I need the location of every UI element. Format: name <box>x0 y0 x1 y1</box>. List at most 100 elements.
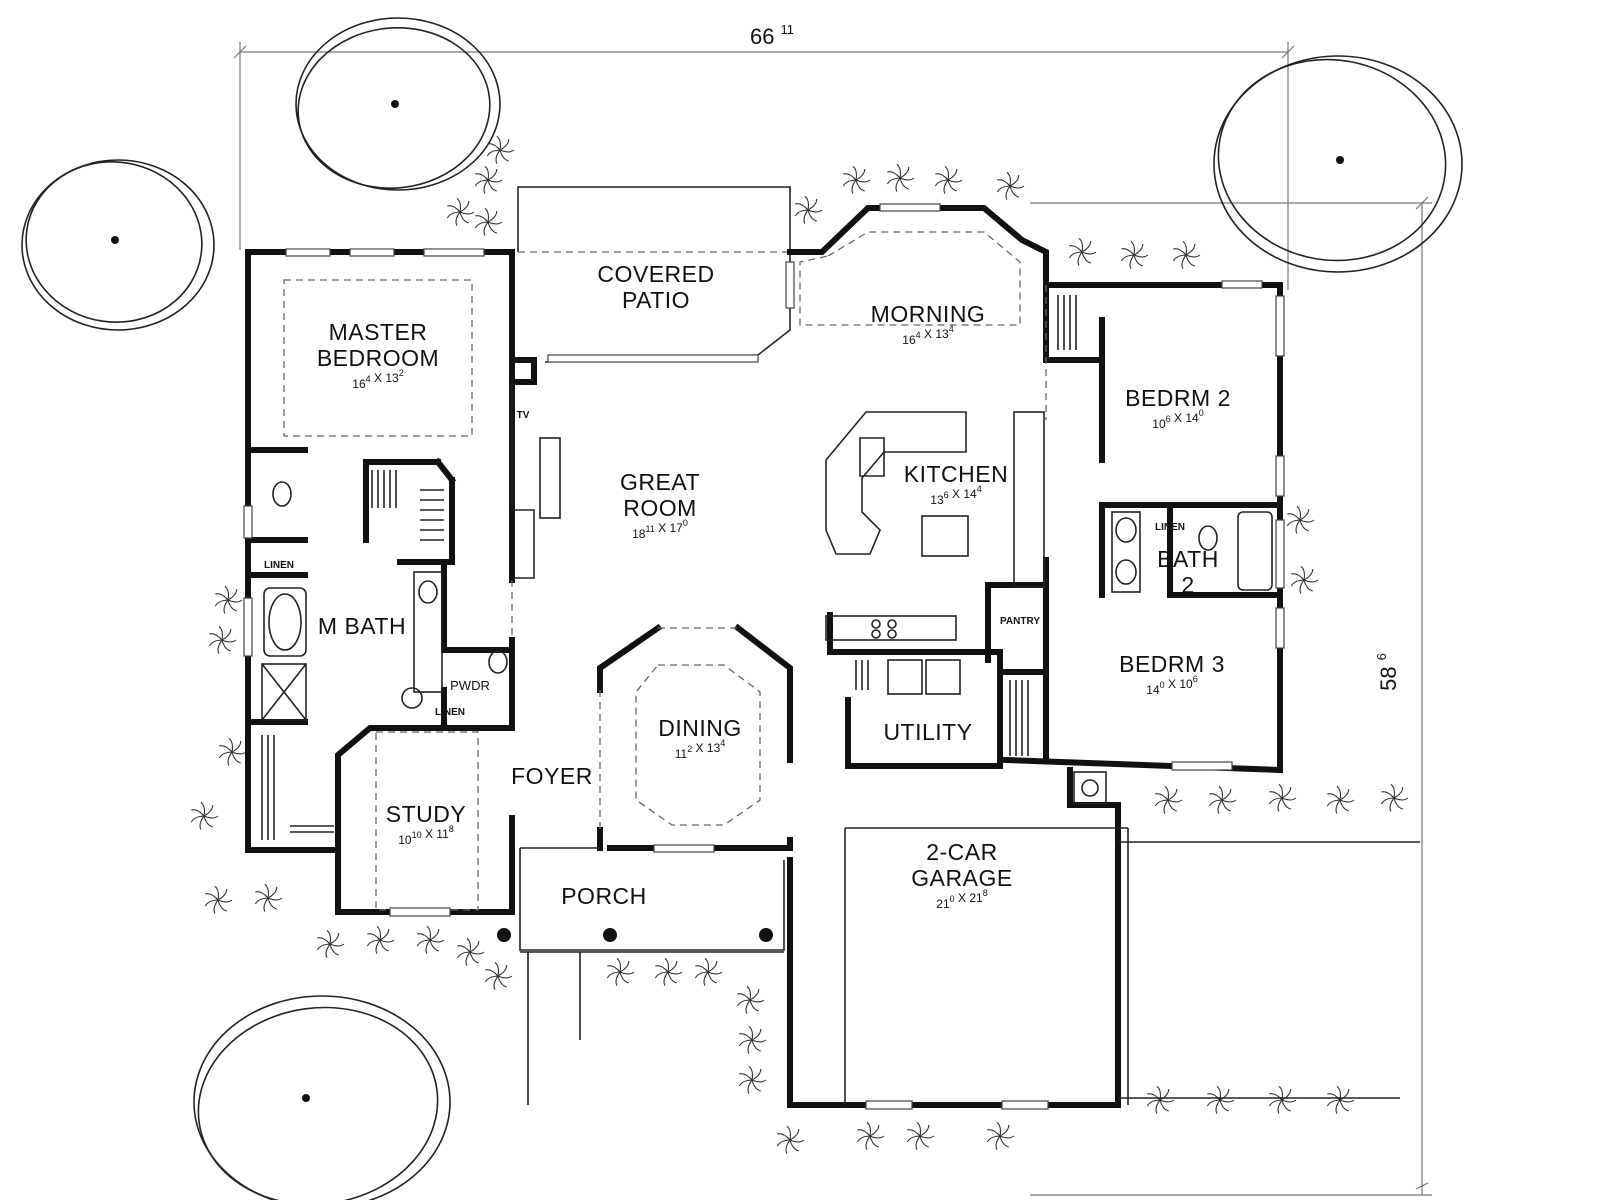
toilet <box>272 481 292 507</box>
room-name: FOYER <box>511 763 593 789</box>
shrub-icon <box>606 957 635 986</box>
shrub-icon <box>1326 1085 1355 1114</box>
room-size: 140 X 106 <box>1146 674 1197 697</box>
shrub-icon <box>1326 785 1355 814</box>
shrub-icon <box>190 801 219 830</box>
shrub-icon <box>456 937 485 966</box>
walls <box>245 205 1420 1108</box>
kitchen-sink <box>859 437 885 477</box>
shrub-icon <box>484 961 513 990</box>
room-size: 210 X 218 <box>936 888 987 911</box>
fixtures <box>261 295 1273 942</box>
room-name: BEDRM 3 <box>1119 651 1225 677</box>
windows <box>243 203 1285 1110</box>
room-name: MASTER <box>329 319 428 345</box>
shrub-icon <box>254 883 283 912</box>
shrub-icon <box>1268 783 1297 812</box>
overall-width-label: 66 11 <box>750 22 794 49</box>
shrub-icon <box>996 171 1025 200</box>
room-name: UTILITY <box>883 719 972 745</box>
room-size: 136 X 144 <box>930 484 981 507</box>
dimension-lines: 66 11 58 6 <box>233 22 1432 1196</box>
room-name: BEDRM 2 <box>1125 385 1231 411</box>
tree-icon <box>1213 55 1463 273</box>
shrub-icon <box>934 165 963 194</box>
room-name: 2-CAR <box>926 839 998 865</box>
room-name: DINING <box>658 715 742 741</box>
shrub-icon <box>1146 1085 1175 1114</box>
washer <box>887 659 923 695</box>
room-utility: UTILITY <box>883 719 972 745</box>
bath2-vanity <box>1111 511 1141 593</box>
shrub-icon <box>1268 1085 1297 1114</box>
shrub-icon <box>214 585 243 614</box>
shrub-icon <box>474 207 503 236</box>
master-shower <box>261 663 307 721</box>
room-size: 1811 X 170 <box>632 518 688 541</box>
shrub-icon <box>204 885 233 914</box>
shrub-icon <box>208 625 237 654</box>
shrub-icon <box>1286 505 1315 534</box>
shrub-icon <box>446 197 475 226</box>
master-vanity <box>413 571 443 693</box>
pwdr-label: PWDR <box>450 678 490 693</box>
shrub-icon <box>738 1065 767 1094</box>
kitchen-counter <box>825 411 967 555</box>
room-name: BEDROOM <box>317 345 439 371</box>
shrub-icon <box>654 957 683 986</box>
shrub-icon <box>1120 240 1149 269</box>
shrub-icon <box>1290 565 1319 594</box>
overall-depth-label: 58 6 <box>1374 653 1401 691</box>
shrub-icon <box>1172 240 1201 269</box>
shrub-icon <box>906 1121 935 1150</box>
shrub-icon <box>776 1125 805 1154</box>
shrub-icon <box>1154 785 1183 814</box>
room-name: ROOM <box>623 495 697 521</box>
kitchen-counter-east <box>1013 411 1045 588</box>
shrub-icon <box>738 1025 767 1054</box>
room-name: KITCHEN <box>904 461 1008 487</box>
shrub-icon <box>416 925 445 954</box>
room-porch: PORCH <box>561 883 647 909</box>
shrub-icon <box>1208 785 1237 814</box>
shrub-icon <box>218 737 247 766</box>
room-name: PORCH <box>561 883 647 909</box>
tree-icon <box>295 17 501 191</box>
linen-label-pwdr: LINEN <box>435 707 465 718</box>
room-name: GARAGE <box>911 865 1012 891</box>
shrub-icon <box>1068 237 1097 266</box>
shrub-icon <box>856 1121 885 1150</box>
bath2-tub <box>1237 511 1273 591</box>
room-size: 1010 X 118 <box>398 824 454 847</box>
shrub-icon <box>986 1121 1015 1150</box>
shrubs <box>190 135 1409 1154</box>
porch-column <box>759 928 773 942</box>
fireplace-hearth <box>539 437 561 519</box>
shrub-icon <box>486 135 515 164</box>
room-name: PATIO <box>622 287 690 313</box>
tree-icon <box>193 995 451 1200</box>
room-name: BATH <box>1157 546 1219 572</box>
room-name: STUDY <box>386 801 466 827</box>
shrub-icon <box>794 195 823 224</box>
water-heater <box>1081 779 1099 797</box>
room-m-bath: M BATH <box>318 613 406 639</box>
kitchen-island <box>921 515 969 557</box>
kitchen-counter-south <box>825 615 957 641</box>
shrub-icon <box>474 165 503 194</box>
porch-column <box>497 928 511 942</box>
shrub-icon <box>886 163 915 192</box>
dryer <box>925 659 961 695</box>
room-size: 112 X 134 <box>675 738 726 761</box>
linen-label-master: LINEN <box>264 560 294 571</box>
tree-icon <box>21 159 215 331</box>
